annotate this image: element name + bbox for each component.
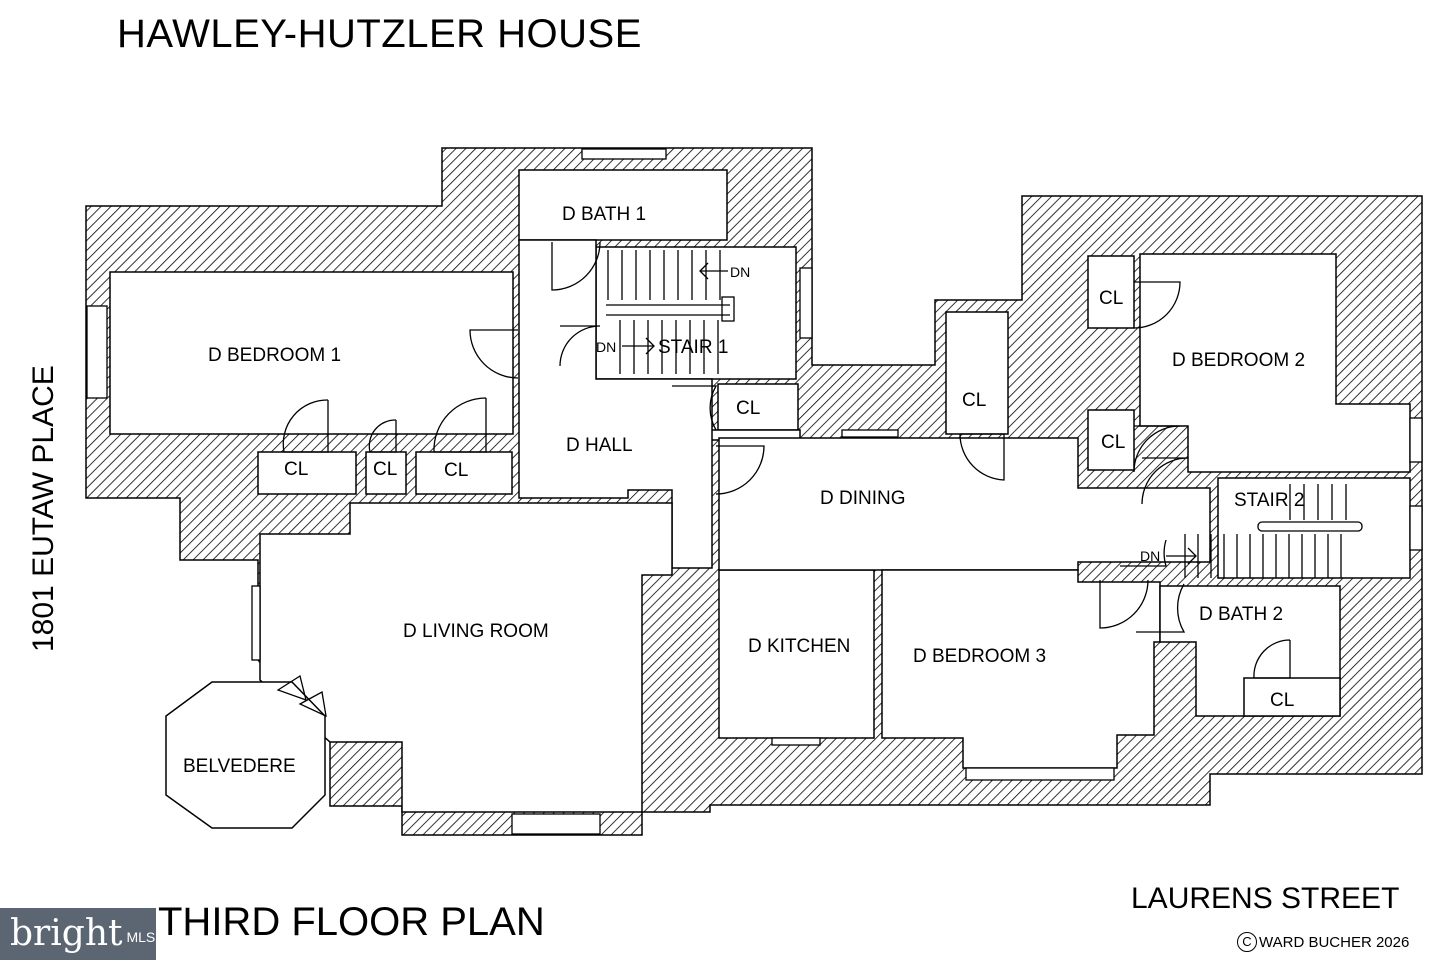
room-dining bbox=[718, 437, 1211, 571]
logo-word: bright bbox=[10, 913, 123, 954]
label-dn1: DN bbox=[730, 264, 750, 280]
label-cl-bed2a: CL bbox=[1099, 288, 1123, 309]
label-bedroom2: D BEDROOM 2 bbox=[1172, 350, 1305, 371]
label-belvedere: BELVEDERE bbox=[183, 756, 296, 777]
room-bedroom1 bbox=[109, 271, 514, 435]
label-dn3: DN bbox=[1140, 548, 1160, 564]
label-cl-c: CL bbox=[444, 460, 468, 481]
copyright-notice: C WARD BUCHER 2026 bbox=[1237, 932, 1409, 952]
label-kitchen: D KITCHEN bbox=[748, 636, 850, 657]
label-cl-stair: CL bbox=[736, 398, 760, 419]
label-dn2: DN bbox=[596, 339, 616, 355]
label-dining: D DINING bbox=[820, 488, 906, 509]
room-kitchen bbox=[718, 569, 875, 739]
floor-plan-title: THIRD FLOOR PLAN bbox=[158, 900, 545, 944]
label-bath1: D BATH 1 bbox=[562, 204, 646, 225]
door-swings bbox=[276, 241, 1291, 718]
stair1-treads bbox=[606, 250, 735, 374]
street-label-right: LAURENS STREET bbox=[1131, 882, 1400, 915]
room-cl-c bbox=[415, 451, 513, 495]
label-cl-a: CL bbox=[284, 459, 308, 480]
label-cl-bed2b: CL bbox=[1101, 432, 1125, 453]
label-living: D LIVING ROOM bbox=[403, 621, 549, 642]
room-belvedere bbox=[165, 681, 326, 829]
plan-title: HAWLEY-HUTZLER HOUSE bbox=[117, 12, 642, 56]
logo-suffix: MLS bbox=[126, 929, 156, 945]
room-bedroom3 bbox=[881, 569, 1161, 769]
label-bedroom3: D BEDROOM 3 bbox=[913, 646, 1046, 667]
label-bath2: D BATH 2 bbox=[1199, 604, 1283, 625]
label-cl-bath2: CL bbox=[1270, 690, 1294, 711]
room-bath1 bbox=[518, 169, 728, 241]
windows bbox=[86, 148, 1423, 835]
bright-mls-logo: bright MLS bbox=[0, 908, 156, 960]
room-cl-bed2a bbox=[1087, 255, 1135, 329]
room-stair1 bbox=[595, 246, 797, 380]
label-hall: D HALL bbox=[566, 435, 633, 456]
stair2-treads bbox=[1166, 484, 1363, 578]
street-label-left: 1801 EUTAW PLACE bbox=[27, 365, 60, 652]
room-cl-dining bbox=[945, 311, 1009, 435]
copyright-icon: C bbox=[1237, 932, 1257, 952]
label-cl-dining: CL bbox=[962, 390, 986, 411]
room-cl-bath2 bbox=[1243, 677, 1341, 717]
label-stair1: STAIR 1 bbox=[658, 337, 728, 358]
label-stair2: STAIR 2 bbox=[1234, 490, 1304, 511]
room-cl-bed2b bbox=[1087, 409, 1135, 471]
room-cl-stair bbox=[717, 383, 799, 431]
room-hall bbox=[518, 239, 801, 569]
label-cl-b: CL bbox=[373, 459, 397, 480]
copyright-text: WARD BUCHER 2026 bbox=[1259, 933, 1410, 951]
label-bedroom1: D BEDROOM 1 bbox=[208, 345, 341, 366]
